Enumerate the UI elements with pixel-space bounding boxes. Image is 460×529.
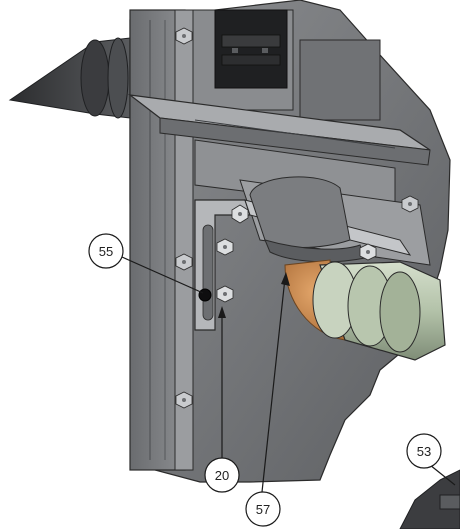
bolts <box>175 27 419 409</box>
leader-53 <box>429 464 456 486</box>
left-nozzle <box>8 37 131 119</box>
callout-55: 55 <box>88 233 124 269</box>
callout-label: 57 <box>256 502 270 517</box>
leader-55 <box>121 256 204 294</box>
callout-label: 55 <box>99 244 113 259</box>
callout-20: 20 <box>204 457 240 493</box>
arrow-20 <box>218 306 226 318</box>
bolt <box>216 285 234 303</box>
bolt <box>359 243 377 261</box>
black-rivet <box>198 288 212 302</box>
bolt <box>231 204 249 224</box>
callout-label: 53 <box>417 444 431 459</box>
leader-lines <box>121 256 456 493</box>
bolt <box>401 195 419 213</box>
bolt <box>175 253 193 271</box>
bolt <box>216 238 234 256</box>
callout-57: 57 <box>245 491 281 527</box>
callout-53: 53 <box>406 433 442 469</box>
arrow-57 <box>281 272 290 286</box>
upper-panel <box>192 9 381 121</box>
bolt <box>175 27 193 45</box>
callout-label: 20 <box>215 468 229 483</box>
hose-clamp <box>249 176 366 263</box>
green-pipe <box>312 261 446 361</box>
part-53-fragment <box>399 469 460 529</box>
leader-57 <box>261 277 286 493</box>
horizontal-crossbar <box>127 94 431 166</box>
bolt <box>175 391 193 409</box>
